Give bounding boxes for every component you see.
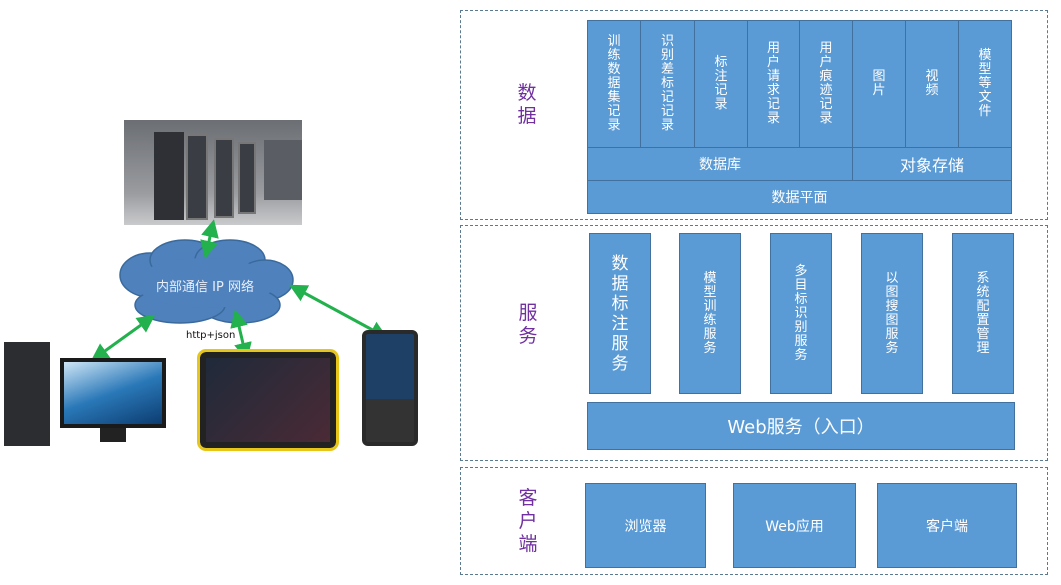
service-item: 模型训练服务 <box>679 233 741 394</box>
data-layer-zone <box>460 10 1048 220</box>
monitor-image <box>60 358 166 428</box>
service-layer-zone <box>460 225 1048 461</box>
connection-arrows <box>90 219 388 362</box>
service-item: 多目标识别服务 <box>770 233 832 394</box>
client-webapp-box: Web应用 <box>733 483 856 568</box>
cloud-label: 内部通信 IP 网络 <box>156 280 254 295</box>
service-item: 以图搜图服务 <box>861 233 923 394</box>
web-service-box: Web服务（入口） <box>587 402 1015 450</box>
handheld-device-image <box>362 330 418 446</box>
client-browser-box: 浏览器 <box>585 483 706 568</box>
service-layer-label: 服务 <box>518 302 538 347</box>
service-item: 系统配置管理 <box>952 233 1014 394</box>
desktop-pc-image <box>4 342 50 446</box>
data-item: 视频 <box>905 20 959 148</box>
data-item: 图片 <box>852 20 906 148</box>
tablet-image <box>197 349 339 451</box>
data-item: 标注记录 <box>694 20 748 148</box>
data-item: 用户请求记录 <box>747 20 800 148</box>
data-item: 识别差标记记录 <box>640 20 695 148</box>
client-layer-label: 客户端 <box>518 487 538 555</box>
protocol-label: http+json <box>186 330 236 341</box>
data-plane-box: 数据平面 <box>587 180 1012 214</box>
data-item: 用户痕迹记录 <box>799 20 853 148</box>
data-item: 训练数据集记录 <box>587 20 641 148</box>
data-item: 模型等文件 <box>958 20 1012 148</box>
network-diagram <box>90 219 388 362</box>
data-layer-label: 数据 <box>517 82 537 127</box>
object-storage-box: 对象存储 <box>852 147 1012 181</box>
server-room-image <box>124 120 302 225</box>
client-layer-zone <box>460 467 1048 575</box>
client-app-box: 客户端 <box>877 483 1017 568</box>
database-box: 数据库 <box>587 147 853 181</box>
service-item: 数据标注服务 <box>589 233 651 394</box>
